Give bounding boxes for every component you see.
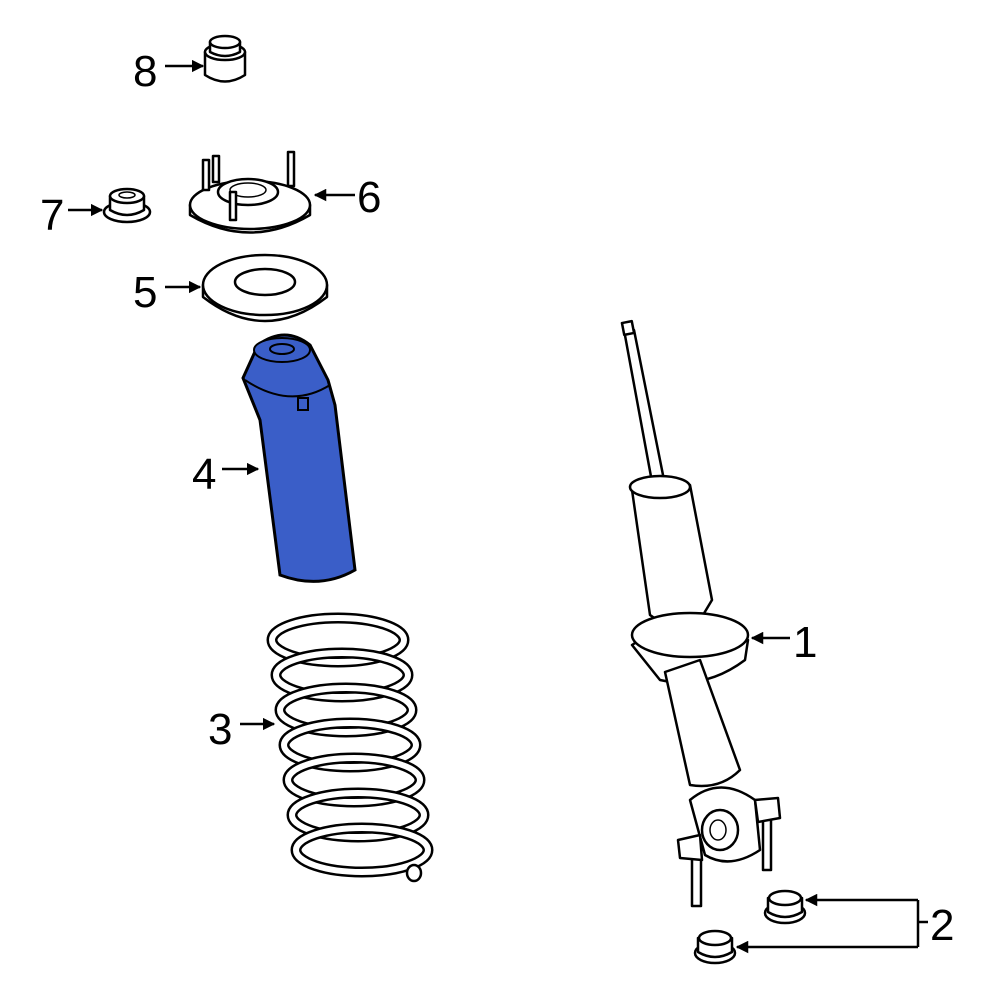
- spring-end: [405, 863, 423, 883]
- spring-coil: [293, 825, 431, 875]
- spring-coil: [289, 790, 427, 840]
- spring-coil: [285, 755, 423, 805]
- callout-label-3: 3: [208, 705, 232, 754]
- part-4-dust-boot[interactable]: [241, 333, 357, 583]
- callout-label-6: 6: [357, 173, 381, 222]
- part-3-coil-spring[interactable]: [266, 612, 434, 883]
- callout-label-1: 1: [793, 618, 817, 667]
- part-8-top-nut[interactable]: [203, 34, 247, 83]
- part-5-spring-seat[interactable]: [201, 253, 329, 323]
- callout-label-4: 4: [192, 450, 216, 499]
- spring-coil: [273, 650, 411, 700]
- spring-coil: [269, 615, 407, 665]
- part-6-strut-mount[interactable]: [188, 150, 312, 234]
- callout-label-2: 2: [930, 901, 954, 950]
- part-7-flange-nut[interactable]: [102, 187, 152, 224]
- spring-coil: [277, 685, 415, 735]
- callout-label-7: 7: [40, 191, 64, 240]
- callout-label-8: 8: [133, 47, 157, 96]
- callout-label-5: 5: [133, 268, 157, 317]
- spring-coil: [281, 720, 419, 770]
- part-1-strut[interactable]: [620, 319, 782, 908]
- part-2-nuts[interactable]: [693, 889, 807, 965]
